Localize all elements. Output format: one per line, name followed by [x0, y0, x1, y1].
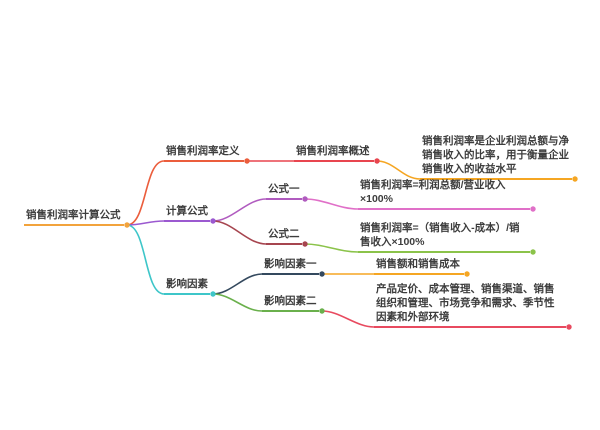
node-definition-overview[interactable]: 销售利润率概述	[294, 144, 374, 162]
node-dot-formula2-detail	[530, 249, 536, 255]
node-definition[interactable]: 销售利润率定义	[164, 144, 244, 162]
node-factor2-detail-label: 产品定价、成本管理、销售渠道、销售组织和管理、市场竞争和需求、季节性因素和外部环…	[376, 283, 555, 323]
node-formula1-detail[interactable]: 销售利润率=利润总额/营业收入×100%	[358, 178, 530, 210]
node-dot-formula2	[302, 241, 308, 247]
node-dot-factor1-detail	[464, 271, 470, 277]
node-dot-factors	[210, 291, 216, 297]
connector-root-calculation	[126, 220, 165, 226]
connector-formula2-detail	[304, 243, 359, 253]
connector-factor2-detail	[321, 310, 375, 328]
connector-factors-factor2	[212, 293, 263, 312]
connector-overview-desc	[376, 160, 421, 180]
node-factors-label: 影响因素	[166, 278, 208, 290]
node-factors[interactable]: 影响因素	[164, 277, 210, 295]
connector-formula1-detail	[304, 198, 359, 210]
node-definition-overview-label: 销售利润率概述	[296, 145, 370, 157]
node-dot-formula1	[302, 196, 308, 202]
node-formula2[interactable]: 公式二	[266, 227, 302, 245]
node-formula1-label: 公式一	[268, 183, 300, 195]
node-dot-formula1-detail	[530, 206, 536, 212]
node-dot-overview	[374, 158, 380, 164]
node-dot-factor2	[319, 308, 325, 314]
connector-root-factors	[126, 224, 165, 295]
connector-calculation-formula1	[212, 198, 267, 222]
node-dot-calculation	[210, 218, 216, 224]
connector-calculation-formula2	[212, 220, 267, 245]
node-factor1-label: 影响因素一	[264, 258, 317, 270]
node-definition-desc-label: 销售利润率是企业利润总额与净销售收入的比率，用于衡量企业销售收入的收益水平	[422, 135, 569, 175]
node-definition-desc[interactable]: 销售利润率是企业利润总额与净销售收入的比率，用于衡量企业销售收入的收益水平	[420, 134, 572, 180]
node-formula1-detail-label: 销售利润率=利润总额/营业收入×100%	[360, 179, 506, 205]
node-factor2[interactable]: 影响因素二	[262, 294, 319, 312]
node-calculation[interactable]: 计算公式	[164, 204, 210, 222]
node-formula1[interactable]: 公式一	[266, 182, 302, 200]
node-factor1-detail-label: 销售额和销售成本	[376, 258, 460, 270]
node-factor2-label: 影响因素二	[264, 295, 317, 307]
node-formula2-label: 公式二	[268, 228, 300, 240]
node-formula2-detail-label: 销售利润率=（销售收入-成本）/销售收入×100%	[360, 222, 520, 248]
node-calculation-label: 计算公式	[166, 205, 208, 217]
node-factor2-detail[interactable]: 产品定价、成本管理、销售渠道、销售组织和管理、市场竞争和需求、季节性因素和外部环…	[374, 282, 566, 328]
node-formula2-detail[interactable]: 销售利润率=（销售收入-成本）/销售收入×100%	[358, 221, 530, 253]
node-root-label: 销售利润率计算公式	[26, 209, 121, 221]
node-factor1-detail[interactable]: 销售额和销售成本	[374, 257, 464, 275]
connector-factors-factor1	[212, 273, 263, 295]
node-root[interactable]: 销售利润率计算公式	[24, 208, 124, 226]
node-dot-factor1	[319, 271, 325, 277]
node-dot-definition	[244, 158, 250, 164]
node-factor1[interactable]: 影响因素一	[262, 257, 319, 275]
node-definition-label: 销售利润率定义	[166, 145, 240, 157]
node-dot-factor2-detail	[566, 324, 572, 330]
node-dot-definition-desc	[572, 176, 578, 182]
connector-root-definition	[126, 160, 165, 226]
node-dot-root	[124, 222, 130, 228]
